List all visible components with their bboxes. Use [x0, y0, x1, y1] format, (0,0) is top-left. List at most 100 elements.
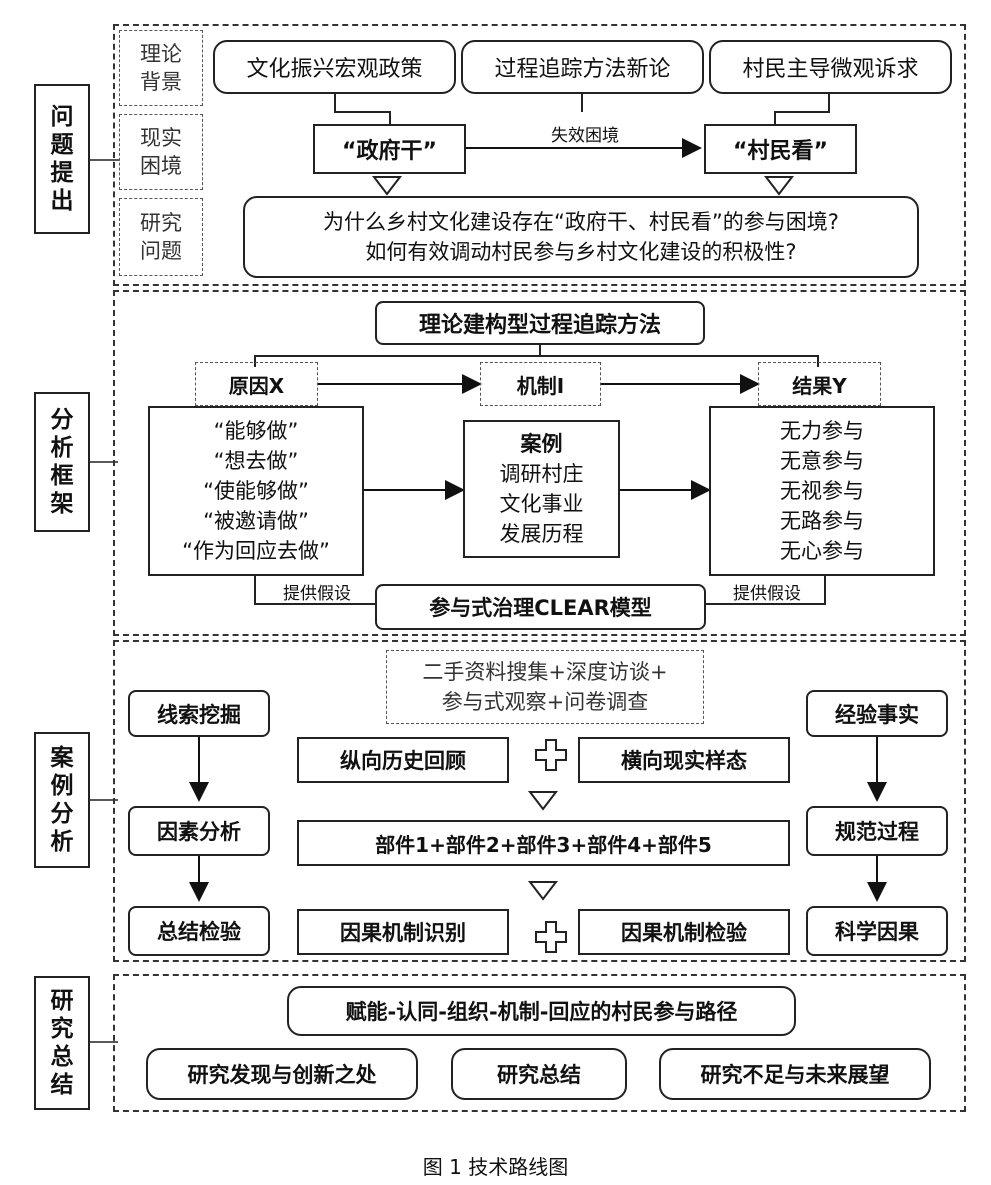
cause-item: “想去做” — [213, 449, 299, 473]
provide-hypothesis-left-text: 提供假设 — [283, 583, 351, 604]
causal-verification-text: 因果机制检验 — [621, 921, 747, 945]
result-item: 无意参与 — [780, 449, 864, 473]
case-box: 案例 调研村庄 文化事业 发展历程 — [463, 420, 620, 558]
framework-title-text: 理论建构型过程追踪方法 — [418, 313, 661, 338]
case-item: 发展历程 — [499, 522, 584, 546]
step-factor-analysis-text: 因素分析 — [157, 820, 241, 844]
label-research-question: 研究问题 — [119, 198, 203, 276]
figure-caption: 图 1 技术路线图 — [0, 1150, 991, 1180]
participation-path: 赋能-认同-组织-机制-回应的村民参与路径 — [287, 986, 796, 1036]
research-question-line1: 为什么乡村文化建设存在“政府干、村民看”的参与困境? — [323, 210, 839, 234]
participation-path-text: 赋能-认同-组织-机制-回应的村民参与路径 — [345, 1000, 738, 1024]
arrow-label-failure-text: 失效困境 — [551, 125, 619, 146]
section-framework — [113, 290, 966, 636]
components-box: 部件1+部件2+部件3+部件4+部件5 — [297, 820, 790, 866]
case-title: 案例 — [520, 432, 563, 456]
side-label-framework-text: 分析框架 — [50, 407, 74, 517]
research-question-box: 为什么乡村文化建设存在“政府干、村民看”的参与困境? 如何有效调动村民参与乡村文… — [243, 196, 919, 278]
findings-innovation-text: 研究发现与创新之处 — [187, 1063, 377, 1087]
findings-innovation: 研究发现与创新之处 — [146, 1048, 418, 1100]
framework-title: 理论建构型过程追踪方法 — [375, 301, 705, 345]
result-items-box: 无力参与 无意参与 无视参与 无路参与 无心参与 — [709, 406, 935, 576]
causal-identification: 因果机制识别 — [297, 909, 509, 955]
box-government-does: “政府干” — [313, 124, 466, 174]
step-normative-process-text: 规范过程 — [835, 820, 919, 844]
cause-item: “作为回应去做” — [182, 539, 330, 563]
research-summary: 研究总结 — [451, 1048, 627, 1100]
step-empirical-facts-text: 经验事实 — [835, 702, 919, 727]
box-government-does-text: “政府干” — [342, 139, 437, 164]
result-item: 无心参与 — [780, 539, 864, 563]
box-culture-policy: 文化振兴宏观政策 — [213, 40, 456, 94]
case-item: 调研村庄 — [499, 462, 584, 486]
clear-model-text: 参与式治理CLEAR模型 — [429, 596, 652, 620]
cause-x: 原因X — [195, 362, 318, 406]
label-reality-dilemma-text: 现实困境 — [140, 126, 182, 178]
box-villagers-watch: “村民看” — [704, 124, 857, 174]
side-label-case-analysis-text: 案例分析 — [50, 745, 74, 855]
longitudinal-review: 纵向历史回顾 — [297, 737, 509, 783]
step-factor-analysis: 因素分析 — [128, 806, 270, 856]
case-item: 文化事业 — [499, 492, 584, 516]
components-text: 部件1+部件2+部件3+部件4+部件5 — [375, 832, 712, 857]
arrow-label-failure: 失效困境 — [520, 122, 650, 146]
side-label-conclusion: 研究总结 — [34, 976, 90, 1110]
section-case-analysis — [113, 640, 966, 962]
horizontal-status-text: 横向现实样态 — [621, 749, 747, 773]
provide-hypothesis-right-text: 提供假设 — [733, 583, 801, 604]
box-culture-policy-text: 文化振兴宏观政策 — [246, 57, 423, 82]
research-summary-text: 研究总结 — [497, 1063, 581, 1087]
cause-x-text: 原因X — [228, 373, 285, 398]
cause-item: “被邀请做” — [203, 509, 309, 533]
side-label-framework: 分析框架 — [34, 392, 90, 532]
limitations-outlook-text: 研究不足与未来展望 — [700, 1063, 890, 1087]
mechanism-i-text: 机制I — [516, 373, 565, 398]
step-scientific-causality-text: 科学因果 — [835, 920, 919, 944]
cause-item: “使能够做” — [203, 479, 309, 503]
box-villager-demand: 村民主导微观诉求 — [709, 40, 952, 94]
label-reality-dilemma: 现实困境 — [119, 114, 203, 190]
side-label-problem: 问题提出 — [34, 84, 90, 234]
box-process-tracing-text: 过程追踪方法新论 — [494, 57, 671, 82]
step-empirical-facts: 经验事实 — [806, 690, 948, 737]
research-question-line2: 如何有效调动村民参与乡村文化建设的积极性? — [365, 240, 797, 264]
result-y-text: 结果Y — [792, 373, 847, 398]
provide-hypothesis-left: 提供假设 — [262, 580, 372, 604]
result-y: 结果Y — [758, 362, 881, 406]
box-villagers-watch-text: “村民看” — [733, 139, 828, 164]
causal-identification-text: 因果机制识别 — [340, 921, 466, 945]
box-process-tracing: 过程追踪方法新论 — [461, 40, 704, 94]
limitations-outlook: 研究不足与未来展望 — [659, 1048, 931, 1100]
step-summary-test-text: 总结检验 — [157, 920, 241, 944]
cause-item: “能够做” — [213, 419, 299, 443]
side-label-conclusion-text: 研究总结 — [50, 988, 74, 1098]
causal-verification: 因果机制检验 — [578, 909, 790, 955]
mechanism-i: 机制I — [480, 362, 601, 406]
provide-hypothesis-right: 提供假设 — [712, 580, 822, 604]
methods-line2: 参与式观察+问卷调查 — [441, 690, 649, 714]
clear-model: 参与式治理CLEAR模型 — [375, 584, 706, 630]
horizontal-status: 横向现实样态 — [578, 737, 790, 783]
side-label-problem-text: 问题提出 — [50, 104, 74, 214]
step-clue-mining-text: 线索挖掘 — [157, 702, 241, 727]
section-conclusion — [113, 974, 966, 1112]
box-villager-demand-text: 村民主导微观诉求 — [742, 57, 919, 82]
label-theory-background-text: 理论背景 — [140, 42, 182, 94]
result-item: 无力参与 — [780, 419, 864, 443]
methods-box: 二手资料搜集+深度访谈+ 参与式观察+问卷调查 — [386, 650, 704, 724]
side-label-case-analysis: 案例分析 — [34, 732, 90, 868]
label-theory-background: 理论背景 — [119, 30, 203, 106]
figure-caption-text: 图 1 技术路线图 — [422, 1154, 569, 1179]
step-normative-process: 规范过程 — [806, 806, 948, 856]
methods-line1: 二手资料搜集+深度访谈+ — [422, 660, 668, 684]
cause-items-box: “能够做” “想去做” “使能够做” “被邀请做” “作为回应去做” — [148, 406, 364, 576]
label-research-question-text: 研究问题 — [140, 211, 182, 263]
result-item: 无路参与 — [780, 509, 864, 533]
step-scientific-causality: 科学因果 — [806, 906, 948, 956]
section-problem — [113, 24, 966, 286]
step-summary-test: 总结检验 — [128, 906, 270, 956]
result-item: 无视参与 — [780, 479, 864, 503]
longitudinal-review-text: 纵向历史回顾 — [340, 749, 466, 773]
step-clue-mining: 线索挖掘 — [128, 690, 270, 737]
